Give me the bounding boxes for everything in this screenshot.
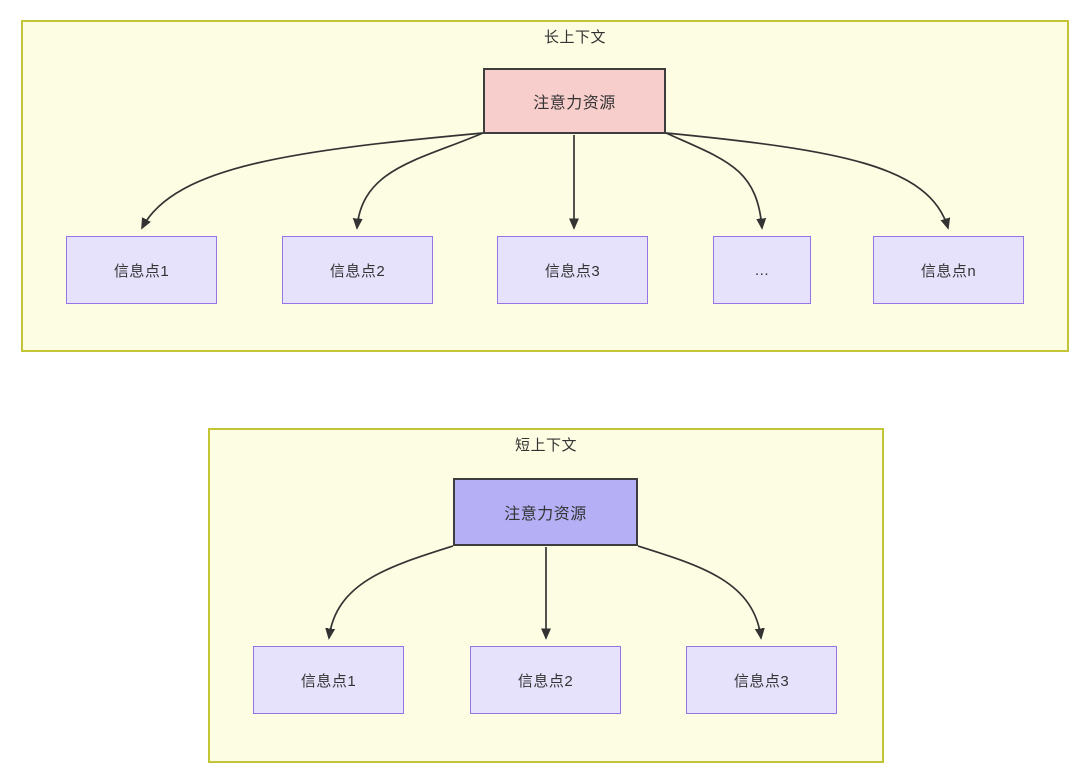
- node-short-info-1[interactable]: 信息点1: [253, 646, 404, 714]
- node-attention-resource-short[interactable]: 注意力资源: [453, 478, 638, 546]
- node-long-info-2[interactable]: 信息点2: [282, 236, 433, 304]
- node-attention-resource-long[interactable]: 注意力资源: [483, 68, 666, 134]
- node-short-info-3[interactable]: 信息点3: [686, 646, 837, 714]
- node-long-info-3[interactable]: 信息点3: [497, 236, 648, 304]
- group-short-context-title: 短上下文: [514, 437, 577, 454]
- node-short-info-2[interactable]: 信息点2: [470, 646, 621, 714]
- node-long-info-n[interactable]: 信息点n: [873, 236, 1024, 304]
- node-long-info-ellipsis[interactable]: ...: [713, 236, 811, 304]
- group-long-context-title: 长上下文: [543, 29, 606, 46]
- node-long-info-1[interactable]: 信息点1: [66, 236, 217, 304]
